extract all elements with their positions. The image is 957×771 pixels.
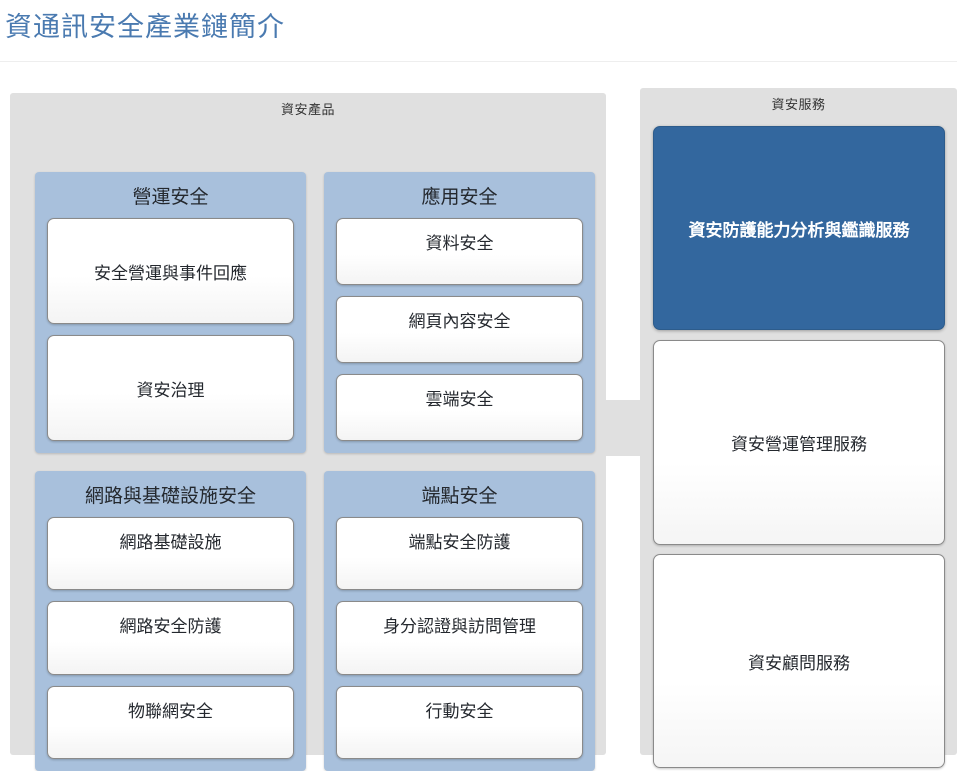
group-title: 網路與基礎設施安全 xyxy=(84,486,256,507)
group-title: 應用安全 xyxy=(421,187,498,208)
industry-chain-diagram: 資安產品 營運安全 安全營運與事件回應 資安治理 應用安全 資料安全 網頁內容安… xyxy=(0,62,957,771)
group-body: 端點安全防護 身分認證與訪問管理 行動安全 xyxy=(336,517,583,759)
service-card[interactable]: 資安營運管理服務 xyxy=(653,340,945,545)
product-card[interactable]: 網路基礎設施 xyxy=(47,517,294,591)
panel-services: 資安服務 資安防護能力分析與鑑識服務 資安營運管理服務 資安顧問服務 xyxy=(640,88,957,768)
group-body: 網路基礎設施 網路安全防護 物聯網安全 xyxy=(47,517,294,759)
group-body: 資料安全 網頁內容安全 雲端安全 xyxy=(336,218,583,441)
group-body: 安全營運與事件回應 資安治理 xyxy=(47,218,294,441)
group-application-security[interactable]: 應用安全 資料安全 網頁內容安全 雲端安全 xyxy=(324,172,595,453)
product-card[interactable]: 網路安全防護 xyxy=(47,601,294,675)
product-card[interactable]: 安全營運與事件回應 xyxy=(47,218,294,324)
group-operation-security[interactable]: 營運安全 安全營運與事件回應 資安治理 xyxy=(35,172,306,453)
service-card[interactable]: 資安顧問服務 xyxy=(653,554,945,768)
panel-services-title: 資安服務 xyxy=(771,97,826,112)
group-title: 端點安全 xyxy=(421,486,498,507)
product-card[interactable]: 資安治理 xyxy=(47,335,294,441)
group-title: 營運安全 xyxy=(132,187,209,208)
page-header: 資通訊安全產業鏈簡介 xyxy=(0,0,957,62)
service-card-selected[interactable]: 資安防護能力分析與鑑識服務 xyxy=(653,126,945,330)
product-card[interactable]: 物聯網安全 xyxy=(47,685,294,759)
panel-products: 資安產品 營運安全 安全營運與事件回應 資安治理 應用安全 資料安全 網頁內容安… xyxy=(10,93,606,771)
product-card[interactable]: 雲端安全 xyxy=(336,374,583,441)
product-card[interactable]: 網頁內容安全 xyxy=(336,296,583,363)
product-card[interactable]: 資料安全 xyxy=(336,218,583,285)
product-card[interactable]: 身分認證與訪問管理 xyxy=(336,601,583,675)
group-network-infrastructure-security[interactable]: 網路與基礎設施安全 網路基礎設施 網路安全防護 物聯網安全 xyxy=(35,471,306,771)
group-endpoint-security[interactable]: 端點安全 端點安全防護 身分認證與訪問管理 行動安全 xyxy=(324,471,595,771)
panel-products-title: 資安產品 xyxy=(280,102,335,117)
page-title: 資通訊安全產業鏈簡介 xyxy=(5,12,285,42)
product-card[interactable]: 行動安全 xyxy=(336,685,583,759)
product-card[interactable]: 端點安全防護 xyxy=(336,517,583,591)
